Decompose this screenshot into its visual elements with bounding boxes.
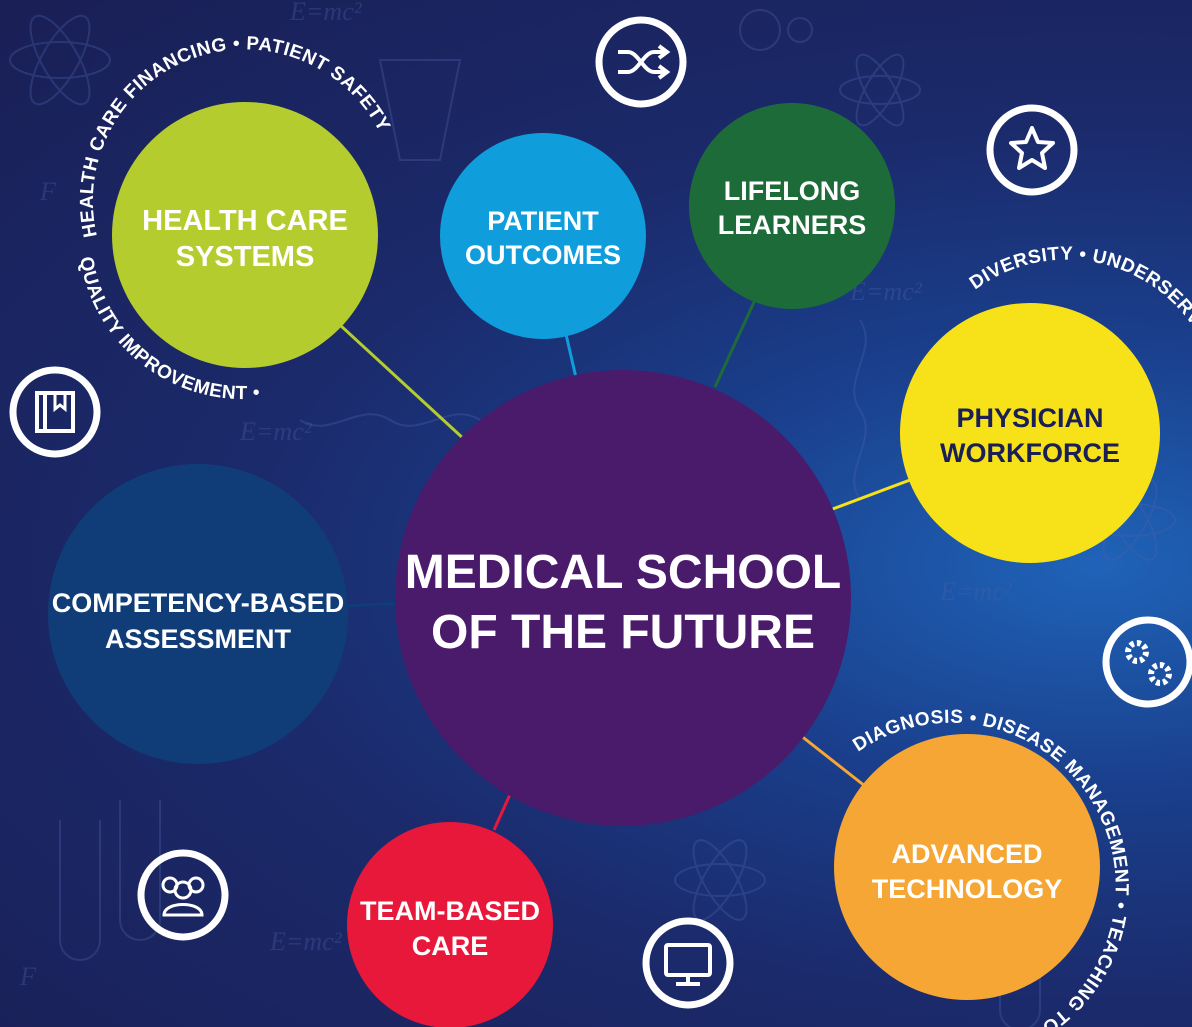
- lifelong-learners-line2: LEARNERS: [718, 210, 867, 240]
- svg-text:E=mc²: E=mc²: [269, 927, 343, 956]
- competency-based-circle: [48, 464, 348, 764]
- svg-text:F: F: [39, 177, 57, 206]
- advanced-technology-line2: TECHNOLOGY: [872, 874, 1063, 904]
- connectors: [338, 299, 911, 831]
- node-team-based-care: TEAM-BASED CARE: [347, 822, 553, 1027]
- team-based-care-line1: TEAM-BASED: [360, 896, 540, 926]
- connector-competency-based: [344, 601, 403, 608]
- competency-based-line1: COMPETENCY-BASED: [52, 588, 345, 618]
- svg-text:E=mc²: E=mc²: [289, 0, 363, 26]
- lifelong-learners-line1: LIFELONG: [724, 176, 861, 206]
- health-care-systems-circle: [112, 102, 378, 368]
- center-circle: [395, 370, 851, 826]
- connector-advanced-technology: [799, 733, 871, 792]
- star-icon: [986, 104, 1078, 196]
- physician-workforce-circle: [900, 303, 1160, 563]
- node-competency-based-assessment: COMPETENCY-BASED ASSESSMENT: [48, 464, 348, 764]
- health-care-systems-line1: HEALTH CARE: [142, 205, 348, 237]
- shuffle-icon: [595, 16, 687, 108]
- team-based-care-line2: CARE: [412, 931, 489, 961]
- monitor-icon: [642, 917, 734, 1009]
- connector-team-based-care: [492, 789, 514, 831]
- advanced-technology-circle: [834, 734, 1100, 1000]
- team-based-care-circle: [347, 822, 553, 1027]
- node-health-care-systems: HEALTH CARE SYSTEMS: [112, 102, 378, 368]
- lifelong-learners-circle: [689, 103, 895, 309]
- node-physician-workforce: PHYSICIAN WORKFORCE: [900, 303, 1160, 563]
- svg-text:E=mc²: E=mc²: [939, 577, 1013, 606]
- gears-icon: [1102, 616, 1192, 708]
- book-icon: [9, 366, 101, 458]
- competency-based-line2: ASSESSMENT: [105, 624, 292, 654]
- connector-lifelong-learners: [713, 299, 757, 388]
- team-icon: [137, 849, 229, 941]
- physician-workforce-line2: WORKFORCE: [940, 438, 1120, 468]
- svg-text:E=mc²: E=mc²: [239, 417, 313, 446]
- center-title-line2: OF THE FUTURE: [431, 606, 815, 659]
- svg-text:F: F: [19, 962, 37, 991]
- patient-outcomes-circle: [440, 133, 646, 339]
- connector-physician-workforce: [829, 478, 911, 512]
- physician-workforce-line1: PHYSICIAN: [956, 403, 1103, 433]
- connector-health-care-systems: [338, 323, 467, 442]
- center-title-line1: MEDICAL SCHOOL: [405, 546, 841, 599]
- advanced-technology-line1: ADVANCED: [891, 839, 1042, 869]
- patient-outcomes-line2: OUTCOMES: [465, 240, 621, 270]
- node-center: MEDICAL SCHOOL OF THE FUTURE: [395, 370, 851, 826]
- connector-patient-outcomes: [563, 329, 579, 383]
- node-patient-outcomes: PATIENT OUTCOMES: [440, 133, 646, 339]
- node-lifelong-learners: LIFELONG LEARNERS: [689, 103, 895, 309]
- patient-outcomes-line1: PATIENT: [487, 206, 599, 236]
- health-care-systems-line2: SYSTEMS: [176, 241, 315, 273]
- node-advanced-technology: ADVANCED TECHNOLOGY: [834, 734, 1100, 1000]
